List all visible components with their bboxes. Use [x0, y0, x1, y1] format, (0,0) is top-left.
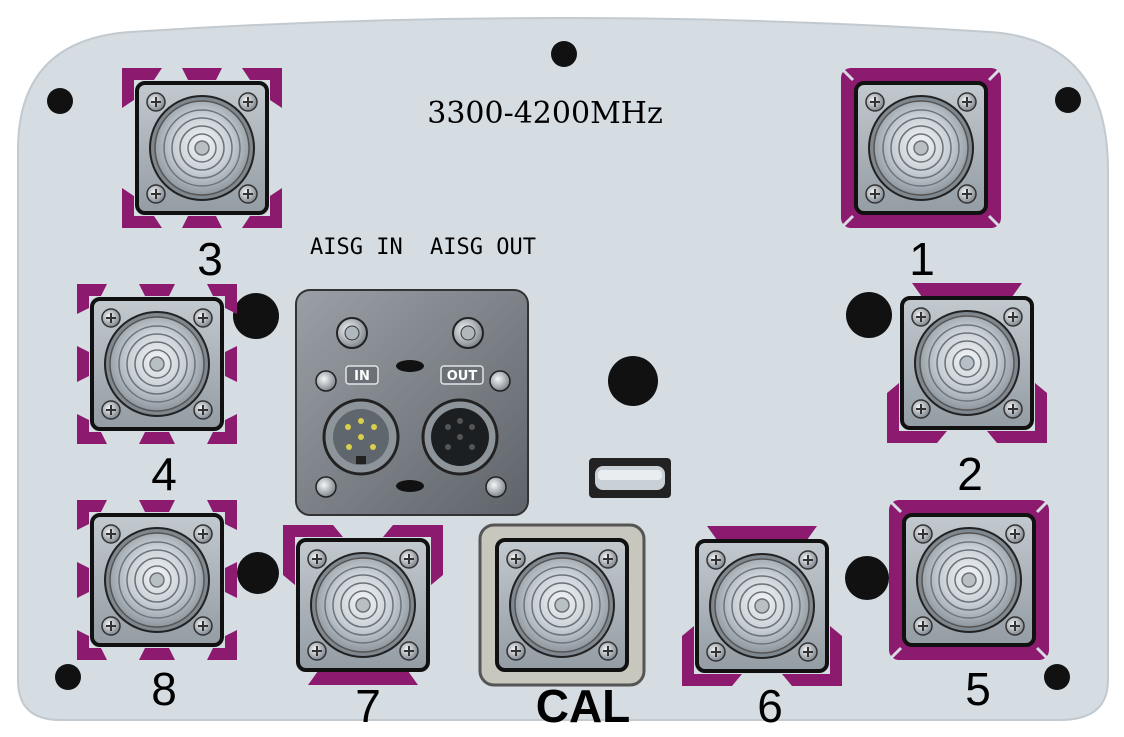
rf-port-7[interactable]	[283, 525, 443, 685]
rf-port-8[interactable]	[77, 500, 237, 660]
rf-port-6[interactable]	[682, 526, 842, 686]
mounting-hole-large	[846, 292, 892, 338]
port-label-6: 6	[757, 680, 783, 732]
aisg-in-plate-tag: IN	[354, 369, 370, 384]
rf-port-3[interactable]	[122, 68, 282, 228]
mounting-hole	[47, 88, 73, 114]
port-label-cal: CAL	[536, 680, 631, 732]
mounting-hole-large	[845, 556, 889, 600]
mounting-hole-large	[237, 552, 279, 594]
rf-port-cal[interactable]	[478, 523, 646, 687]
port-label-5: 5	[965, 663, 991, 715]
mounting-hole	[55, 664, 81, 690]
mounting-hole	[1044, 664, 1070, 690]
frequency-band-title: 3300-4200MHz	[427, 96, 663, 131]
breather-vent	[589, 458, 671, 498]
mounting-hole-large	[608, 356, 658, 406]
aisg-out-label: AISG OUT	[430, 235, 536, 260]
aisg-out-connector[interactable]	[421, 398, 499, 476]
port-label-7: 7	[355, 680, 381, 732]
aisg-module: IN OUT	[295, 289, 529, 516]
port-label-1: 1	[909, 233, 935, 285]
mounting-hole-large	[233, 293, 279, 339]
mounting-holes	[47, 41, 1081, 690]
mounting-hole	[1055, 87, 1081, 113]
aisg-in-connector[interactable]	[322, 398, 400, 476]
port-label-4: 4	[151, 448, 177, 500]
rf-port-4[interactable]	[77, 284, 237, 444]
mounting-hole	[551, 41, 577, 67]
port-label-2: 2	[957, 448, 983, 500]
rf-port-1[interactable]	[839, 66, 1003, 230]
port-label-3: 3	[197, 233, 223, 285]
rf-port-5[interactable]	[887, 498, 1051, 662]
aisg-in-label: AISG IN	[310, 235, 403, 260]
aisg-out-plate-tag: OUT	[447, 369, 478, 384]
rf-port-2[interactable]	[887, 283, 1047, 443]
port-label-8: 8	[151, 663, 177, 715]
